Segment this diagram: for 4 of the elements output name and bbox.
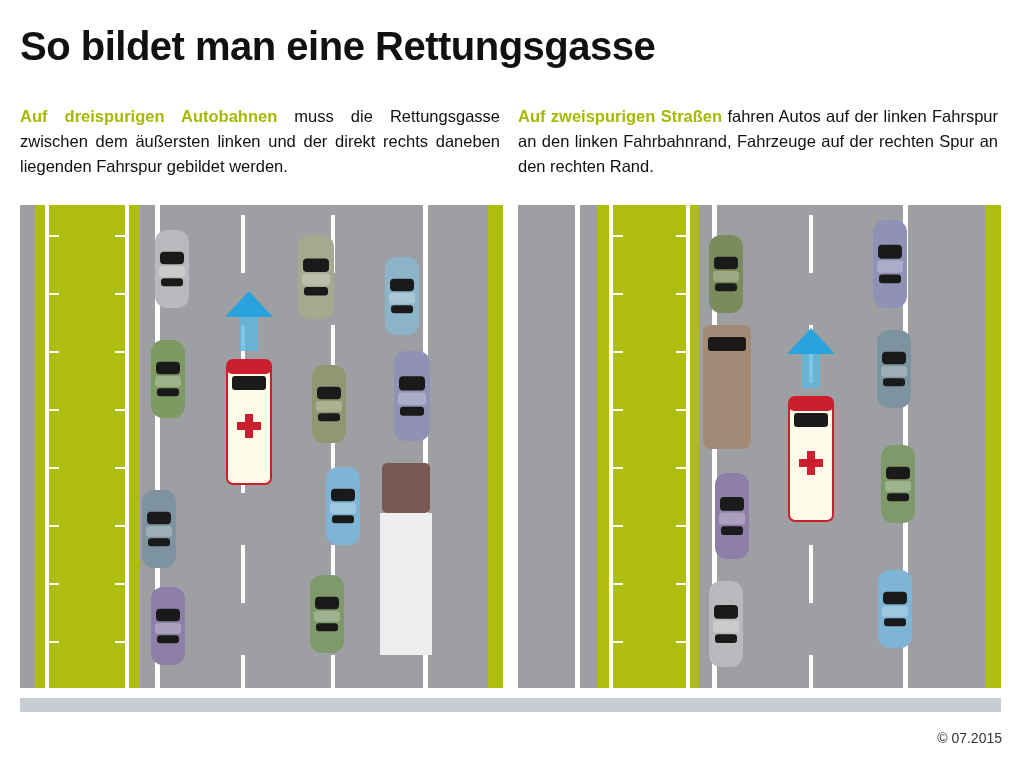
- description-paragraph: Auf dreispurigen Autobahnen muss die Rettungsgasse zwischen dem äußersten linken und der direkt rechts daneben liegenden Fahrspur gebildet werden.: [20, 106, 500, 177]
- copyright-note: © 07.2015: [937, 730, 1002, 746]
- description-paragraph: Auf zweispurigen Straßen fahren Autos auf der linken Fahrspur an den linken Fahrbahnrand, Fahrzeuge auf der rechten Spur an den rechten Rand.: [518, 106, 998, 177]
- title: So bildet man eine Rettungsgasse: [20, 24, 656, 69]
